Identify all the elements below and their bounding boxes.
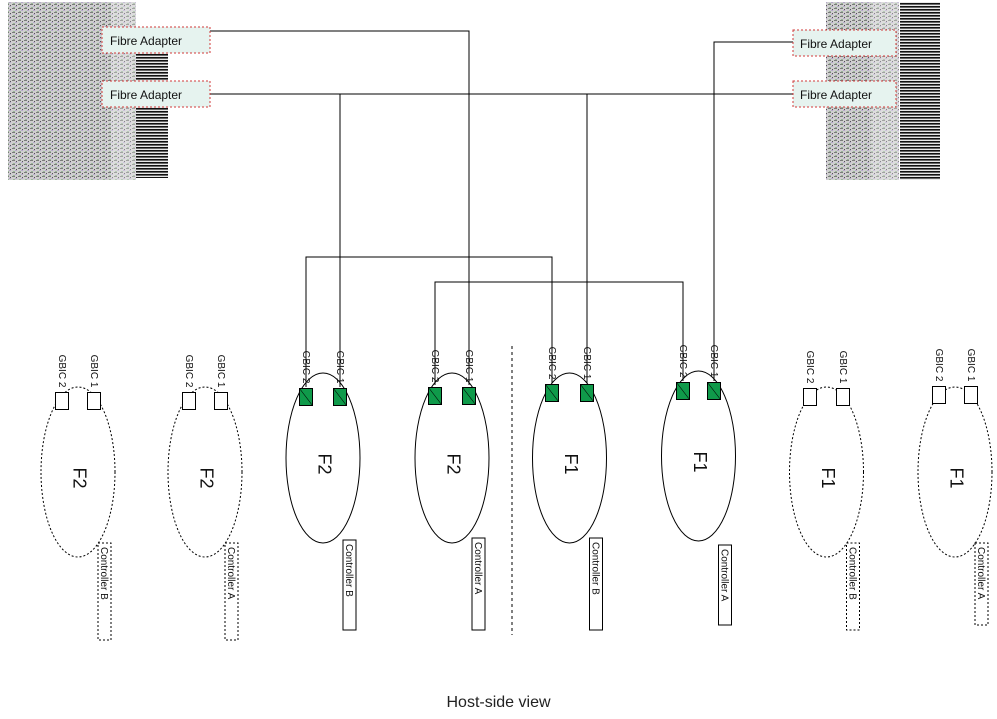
controller-tag bbox=[589, 537, 603, 631]
controller-unit[interactable]: F1 GBIC 2 GBIC 1 Controller B bbox=[789, 351, 864, 631]
gbic-connector-mark bbox=[462, 387, 476, 405]
controller-tag bbox=[471, 537, 486, 631]
loop-label: F2 bbox=[196, 467, 216, 488]
controller-unit[interactable]: F1 GBIC 2 GBIC 1 Controller B bbox=[532, 347, 607, 631]
fibre-cabling bbox=[210, 30, 793, 387]
gbic-1-port[interactable] bbox=[836, 388, 850, 406]
loop-label: F2 bbox=[314, 453, 334, 474]
gbic-label: GBIC 1 bbox=[965, 349, 976, 382]
adapter-box[interactable]: Fibre Adapter bbox=[101, 80, 211, 108]
controller-label: Controller B bbox=[98, 547, 109, 600]
gbic-label: GBIC 2 bbox=[546, 347, 557, 380]
gbic-connector-mark bbox=[428, 387, 442, 405]
gbic-connector-mark bbox=[545, 384, 559, 402]
controller-label: Controller A bbox=[975, 547, 986, 600]
adapter-label: Fibre Adapter bbox=[110, 88, 182, 102]
gbic-label: GBIC 2 bbox=[300, 351, 311, 384]
gbic-label: GBIC 2 bbox=[183, 355, 194, 388]
gbic-label: GBIC 1 bbox=[215, 355, 226, 388]
controller-group: F2 GBIC 2 GBIC 1 Controller B F2 GBIC 2 GBIC 1… bbox=[40, 345, 993, 641]
controller-label: Controller B bbox=[847, 547, 858, 600]
fibre-loop-ellipse bbox=[40, 386, 116, 558]
loop-label: F2 bbox=[443, 453, 463, 474]
gbic-2-port[interactable] bbox=[932, 386, 946, 404]
gbic-connector-mark bbox=[580, 384, 594, 402]
server-drive-bay bbox=[900, 2, 940, 180]
gbic-connector-mark bbox=[676, 382, 690, 400]
loop-label: F2 bbox=[69, 467, 89, 488]
controller-label: Controller B bbox=[590, 542, 601, 595]
gbic-label: GBIC 2 bbox=[429, 350, 440, 383]
gbic-2-port[interactable] bbox=[55, 392, 69, 410]
adapter-label: Fibre Adapter bbox=[800, 37, 872, 51]
fibre-loop-ellipse bbox=[532, 372, 607, 544]
fibre-loop-ellipse bbox=[285, 372, 361, 544]
controller-label: Controller A bbox=[719, 549, 730, 602]
gbic-label: GBIC 1 bbox=[334, 351, 345, 384]
gbic-2-port[interactable] bbox=[803, 388, 817, 406]
loop-label: F1 bbox=[561, 453, 581, 474]
cable-right-adapter-1 bbox=[713, 41, 793, 381]
controller-unit[interactable]: F2 GBIC 2 GBIC 1 Controller B bbox=[40, 355, 116, 641]
cable-loop-link-a bbox=[305, 256, 553, 387]
controller-tag bbox=[97, 542, 112, 641]
fibre-loop-ellipse bbox=[789, 386, 864, 558]
gbic-1-port[interactable] bbox=[964, 386, 978, 404]
adapter-box[interactable]: Fibre Adapter bbox=[792, 80, 897, 108]
gbic-label: GBIC 1 bbox=[837, 351, 848, 384]
gbic-1-port[interactable] bbox=[87, 392, 101, 410]
loop-label: F1 bbox=[690, 451, 710, 472]
gbic-label: GBIC 1 bbox=[88, 355, 99, 388]
fibre-loop-ellipse bbox=[917, 386, 993, 558]
controller-tag bbox=[224, 542, 239, 641]
gbic-2-port[interactable] bbox=[182, 392, 196, 410]
gbic-label: GBIC 2 bbox=[804, 351, 815, 384]
cable-left-adapter-1 bbox=[210, 30, 470, 385]
controller-label: Controller A bbox=[472, 542, 483, 595]
gbic-1-port[interactable] bbox=[214, 392, 228, 410]
gbic-label: GBIC 1 bbox=[463, 350, 474, 383]
adapter-box[interactable]: Fibre Adapter bbox=[792, 29, 897, 57]
fibre-loop-ellipse bbox=[167, 386, 243, 558]
controller-unit[interactable]: F1 GBIC 2 GBIC 1 Controller A bbox=[661, 345, 736, 626]
adapter-box[interactable]: Fibre Adapter bbox=[101, 26, 211, 54]
fibre-loop-ellipse bbox=[661, 370, 736, 542]
cable-loop-link-b bbox=[434, 281, 684, 385]
cable-left-adapter-2 bbox=[210, 93, 588, 383]
gbic-label: GBIC 2 bbox=[56, 355, 67, 388]
gbic-label: GBIC 1 bbox=[708, 345, 719, 378]
gbic-connector-mark bbox=[299, 388, 313, 406]
adapter-label: Fibre Adapter bbox=[110, 34, 182, 48]
gbic-connector-mark bbox=[333, 388, 347, 406]
controller-tag bbox=[974, 542, 989, 626]
gbic-label: GBIC 2 bbox=[677, 345, 688, 378]
gbic-label: GBIC 2 bbox=[933, 349, 944, 382]
loop-label: F1 bbox=[818, 467, 838, 488]
controller-unit[interactable]: F2 GBIC 2 GBIC 1 Controller B bbox=[285, 351, 361, 631]
diagram-caption: Host-side view bbox=[446, 694, 551, 711]
server-rack-image bbox=[8, 2, 111, 180]
gbic-connector-mark bbox=[707, 382, 721, 400]
controller-unit[interactable]: F2 GBIC 2 GBIC 1 Controller A bbox=[167, 355, 243, 641]
controller-tag bbox=[342, 539, 357, 631]
gbic-label: GBIC 1 bbox=[581, 347, 592, 380]
controller-tag bbox=[718, 544, 732, 626]
controller-label: Controller A bbox=[225, 547, 236, 600]
controller-tag bbox=[846, 542, 860, 631]
controller-label: Controller B bbox=[343, 544, 354, 597]
cable-right-adapter-2 bbox=[339, 93, 793, 387]
controller-unit[interactable]: F2 GBIC 2 GBIC 1 Controller A bbox=[414, 350, 490, 631]
loop-label: F1 bbox=[946, 467, 966, 488]
fibre-loop-ellipse bbox=[414, 372, 490, 544]
adapter-label: Fibre Adapter bbox=[800, 88, 872, 102]
controller-unit[interactable]: F1 GBIC 2 GBIC 1 Controller A bbox=[917, 349, 993, 626]
